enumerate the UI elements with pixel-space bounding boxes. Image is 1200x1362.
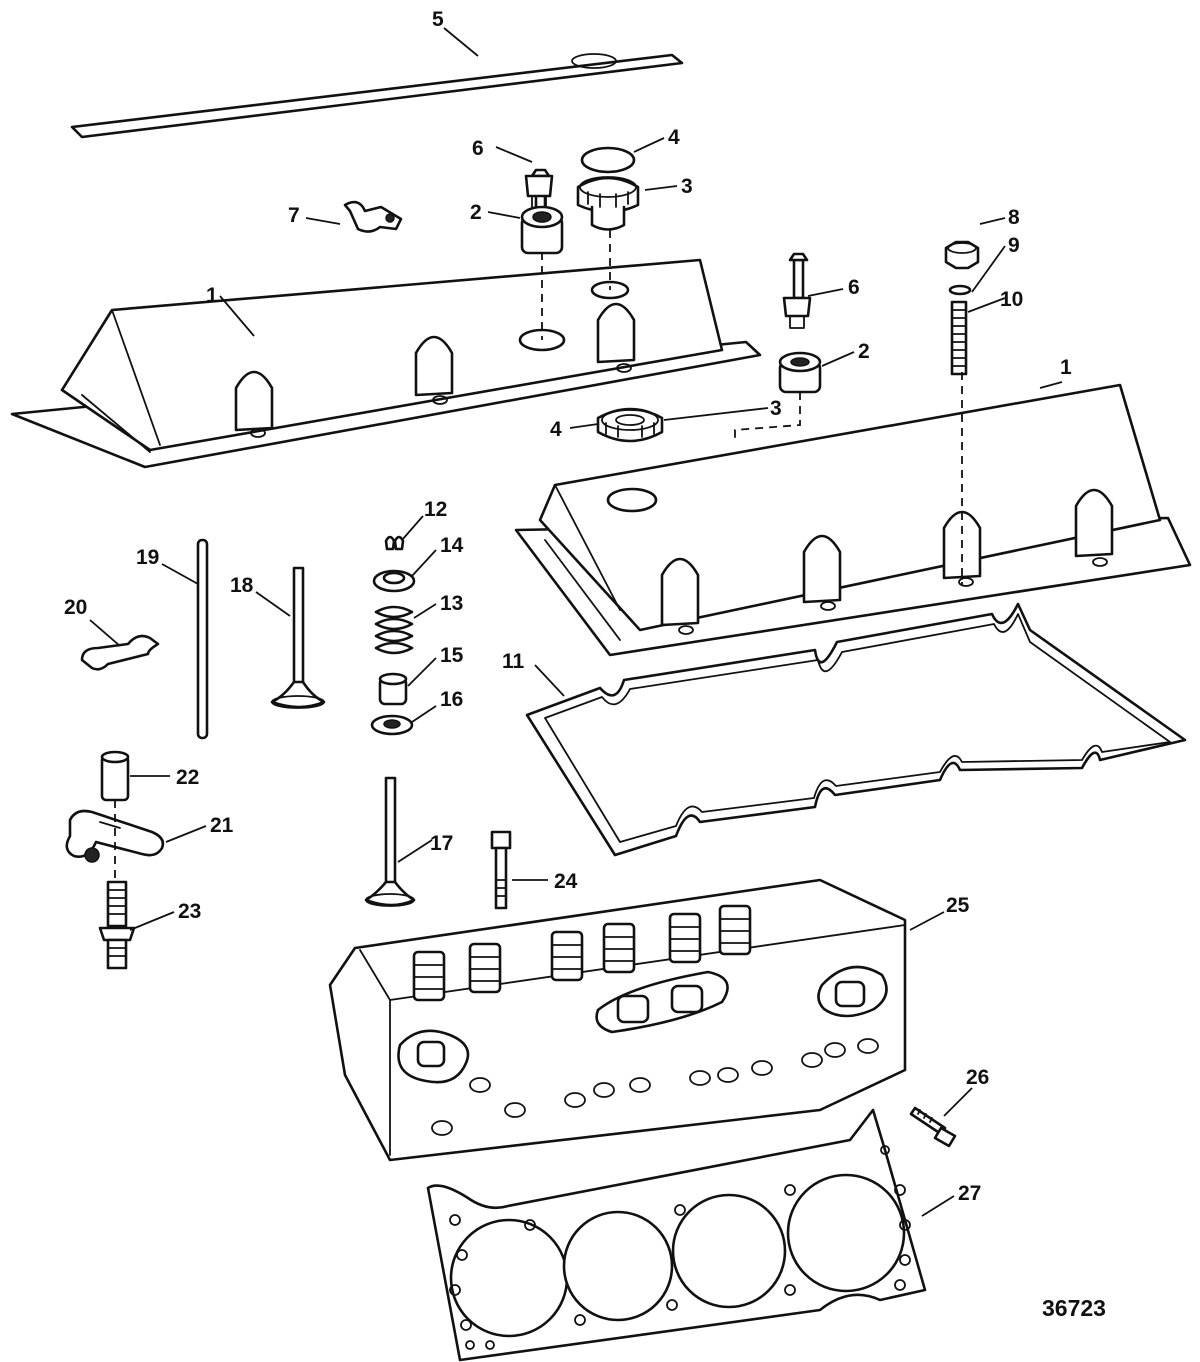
- rocker-cover-gasket: [525, 602, 1187, 857]
- cylinder-head: [328, 878, 907, 1162]
- valve-stem-seal: [378, 672, 408, 706]
- callout-6-top: 6: [472, 137, 484, 160]
- pcv-valve-top: [524, 168, 554, 220]
- head-gasket: [426, 1108, 927, 1362]
- callout-25: 25: [946, 894, 970, 917]
- bolt-24: [490, 830, 512, 910]
- pcv-valve-right: [782, 252, 812, 329]
- callout-13: 13: [440, 592, 463, 615]
- leader-lines: [89, 27, 1063, 1217]
- callout-3-right: 3: [770, 397, 782, 420]
- callout-6-right: 6: [848, 276, 860, 299]
- rocker-cover-left: [10, 258, 762, 469]
- grommet-top: [520, 205, 564, 255]
- callout-27: 27: [958, 1182, 981, 1205]
- callout-1-right: 1: [1060, 356, 1072, 379]
- callout-24: 24: [554, 870, 578, 893]
- grommet-right: [778, 351, 822, 394]
- rocker-ball-nut: [100, 750, 130, 802]
- callout-labels: 5 4 6 3 2 7 1 6 2 3 4 8 9 10 1 11 12 14 …: [64, 8, 1072, 1205]
- valve-spring-cap: [372, 569, 416, 593]
- head-bolt-26: [909, 1106, 957, 1148]
- valve-shim: [370, 714, 414, 736]
- valve-spring: [374, 605, 414, 655]
- callout-17: 17: [430, 832, 453, 855]
- nut-washer-stud: [944, 240, 980, 376]
- callout-4-top: 4: [668, 126, 680, 149]
- callout-14: 14: [440, 534, 464, 557]
- seal-disc-top: [580, 146, 636, 174]
- head-ports: [397, 965, 888, 1084]
- callout-19: 19: [136, 546, 159, 569]
- pushrod: [196, 538, 209, 740]
- callout-20: 20: [64, 596, 87, 619]
- callout-8: 8: [1008, 206, 1020, 229]
- head-valve-springs: [412, 904, 752, 1002]
- callout-18: 18: [230, 574, 254, 597]
- callout-1-left: 1: [206, 284, 218, 307]
- valve-keepers: [384, 535, 405, 551]
- oil-fill-cap-top: [576, 176, 640, 231]
- wire-clip-bracket: [343, 200, 403, 233]
- callout-10: 10: [1000, 288, 1023, 311]
- callout-16: 16: [440, 688, 463, 711]
- baffle-plate: [70, 53, 684, 139]
- callout-2-right: 2: [858, 340, 870, 363]
- callout-21: 21: [210, 814, 234, 837]
- rocker-stud: [98, 880, 136, 970]
- figure-number: 36723: [1042, 1295, 1106, 1321]
- callout-23: 23: [178, 900, 201, 923]
- callout-9: 9: [1008, 234, 1020, 257]
- callout-11: 11: [502, 650, 525, 673]
- oil-fill-cap-right: [596, 407, 664, 443]
- callout-22: 22: [176, 766, 199, 789]
- callout-26: 26: [966, 1066, 989, 1089]
- valve-17: [364, 776, 416, 907]
- rocker-cover-right: [514, 383, 1192, 657]
- callout-4-right: 4: [550, 418, 562, 441]
- callout-3-top: 3: [681, 175, 693, 198]
- callout-7: 7: [288, 204, 300, 227]
- callout-5: 5: [432, 8, 444, 31]
- head-bolt-holes: [431, 1038, 879, 1136]
- valve-18: [270, 566, 326, 709]
- callout-15: 15: [440, 644, 464, 667]
- pushrod-guide-plate: [80, 634, 160, 671]
- callout-2-top: 2: [470, 201, 482, 224]
- callout-12: 12: [424, 498, 447, 521]
- alignment-lines: [114, 230, 963, 882]
